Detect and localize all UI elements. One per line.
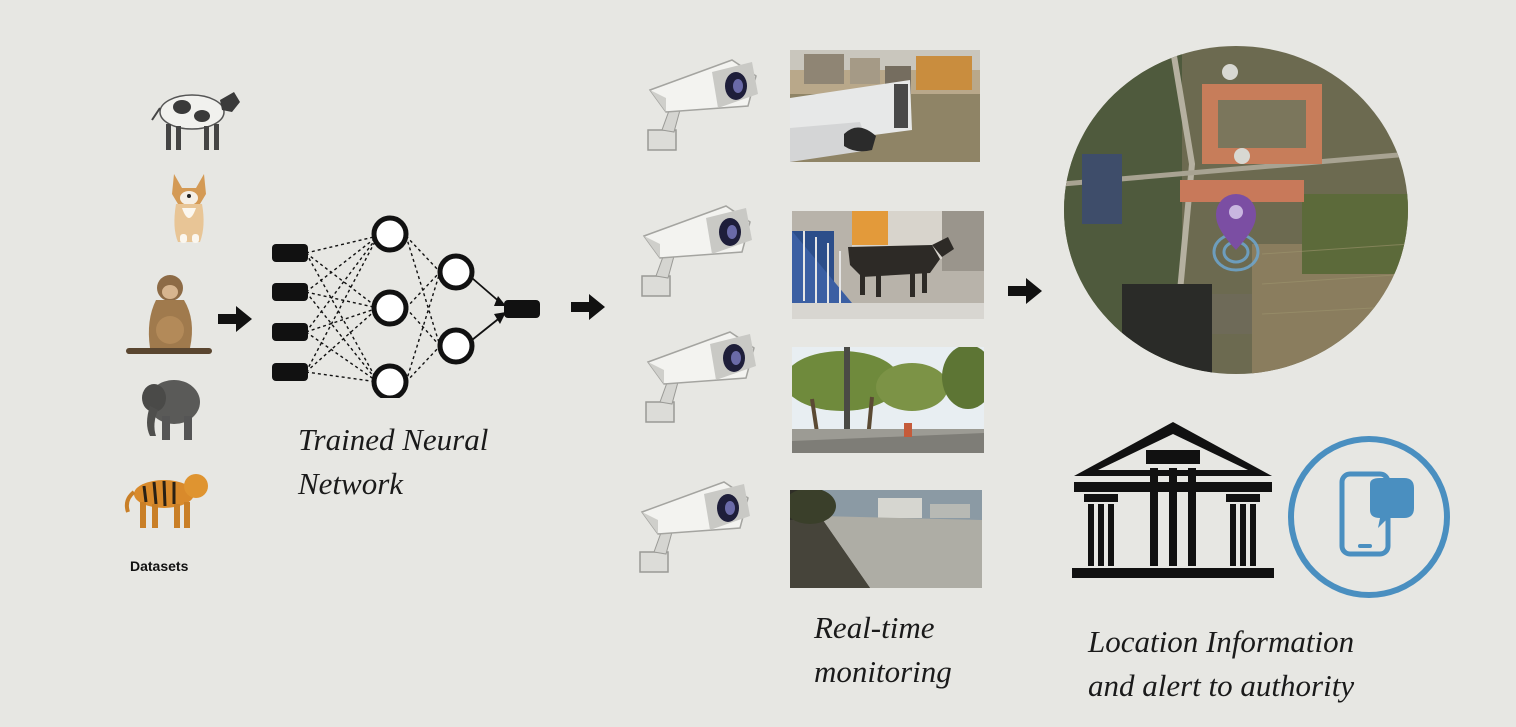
right-arrow-icon	[1008, 278, 1042, 304]
hidden-node	[371, 289, 409, 327]
security-camera-icon[interactable]	[640, 50, 764, 156]
input-node	[272, 323, 308, 341]
monkey-icon	[126, 275, 212, 354]
cow-icon	[151, 92, 240, 150]
input-node	[272, 363, 308, 381]
security-camera-icon[interactable]	[634, 196, 758, 302]
camera-feed-3[interactable]	[792, 347, 984, 453]
satellite-map[interactable]	[1062, 44, 1410, 376]
network-caption-line2: Network	[298, 466, 404, 501]
output-node	[504, 300, 540, 318]
camera-feed-1[interactable]	[790, 50, 980, 162]
tiger-icon	[124, 474, 208, 528]
elephant-icon	[142, 380, 200, 440]
monitoring-caption: Real-time monitoring	[814, 606, 952, 694]
input-node	[272, 244, 308, 262]
alert-caption-line2: and alert to authority	[1088, 668, 1355, 703]
hidden-node	[371, 363, 409, 398]
alert-caption-line1: Location Information	[1088, 624, 1355, 659]
monitoring-caption-line2: monitoring	[814, 654, 952, 689]
alert-caption: Location Information and alert to author…	[1088, 620, 1354, 708]
neural-network-graphic	[272, 215, 540, 398]
security-camera-icon[interactable]	[638, 322, 762, 428]
monitoring-caption-line1: Real-time	[814, 610, 935, 645]
right-arrow-icon	[218, 306, 252, 332]
hidden-node	[437, 327, 475, 365]
map-pin-icon	[1212, 193, 1260, 272]
dog-icon	[172, 174, 206, 243]
hidden-node	[371, 215, 409, 253]
right-arrow-icon	[571, 294, 605, 320]
government-building-icon	[1072, 422, 1274, 578]
datasets-label: Datasets	[130, 558, 189, 574]
network-caption: Trained Neural Network	[298, 418, 488, 506]
network-caption-line1: Trained Neural	[298, 422, 489, 457]
datasets-column	[110, 60, 240, 580]
camera-feed-4[interactable]	[790, 490, 982, 588]
security-camera-icon[interactable]	[632, 472, 756, 578]
hidden-node	[437, 253, 475, 291]
camera-feed-2[interactable]	[792, 211, 984, 319]
mobile-message-icon[interactable]	[1284, 432, 1454, 602]
input-node	[272, 283, 308, 301]
